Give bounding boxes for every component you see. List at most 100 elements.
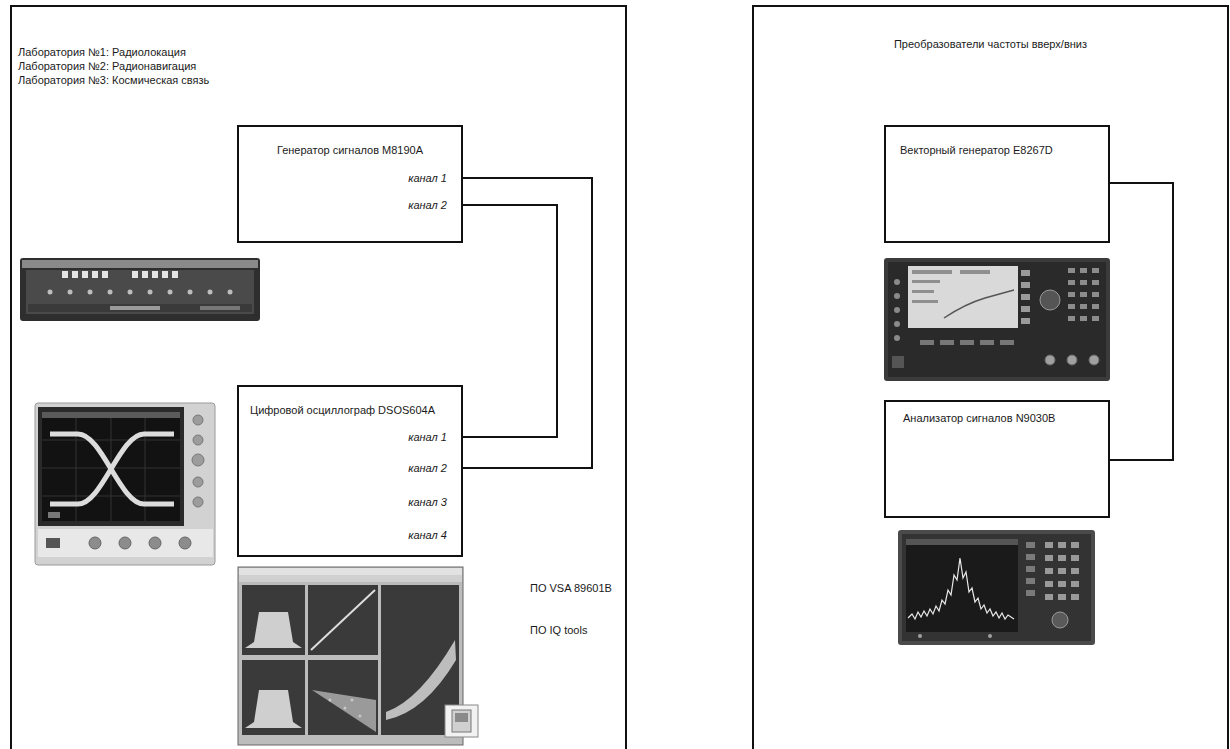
oscilloscope-instrument-part xyxy=(119,537,131,549)
instrument-box: Анализатор сигналов N9030B xyxy=(884,400,1110,518)
software-screenshot-part xyxy=(329,699,362,718)
text-anchor: ПО VSA 89601B xyxy=(530,581,612,595)
vector-generator-instrument-part xyxy=(1068,292,1075,297)
software-screenshot-part xyxy=(242,585,305,655)
software-screenshot-part xyxy=(312,690,376,732)
awg-instrument-part xyxy=(132,271,138,278)
oscilloscope-instrument-part xyxy=(192,454,204,466)
signal-analyzer-instrument-part xyxy=(1071,542,1079,548)
software-screenshot-part xyxy=(452,710,471,732)
vector-generator-instrument-part xyxy=(1045,355,1099,365)
awg-instrument-part xyxy=(22,260,258,268)
awg-instrument-part xyxy=(28,304,252,312)
vector-generator-instrument-part xyxy=(894,279,900,285)
vector-generator-instrument-part xyxy=(1068,304,1075,309)
signal-analyzer-instrument-part xyxy=(1045,594,1053,600)
oscilloscope-instrument-part xyxy=(179,537,191,549)
signal-analyzer-instrument-part xyxy=(906,539,1018,632)
oscilloscope-instrument-part xyxy=(50,434,174,504)
vector-generator-instrument-part xyxy=(1021,306,1030,312)
awg-instrument-part xyxy=(208,290,213,295)
signal-analyzer-instrument-part xyxy=(1026,554,1035,560)
signal-analyzer-instrument-part xyxy=(1026,542,1035,548)
signal-analyzer-instrument-part xyxy=(1052,612,1068,628)
signal-analyzer-instrument-part xyxy=(918,634,922,638)
software-screenshot-part xyxy=(239,568,462,575)
awg-instrument-part xyxy=(162,271,168,278)
cable-connector xyxy=(463,205,557,437)
signal-analyzer-instrument-part xyxy=(898,530,1095,645)
oscilloscope-instrument xyxy=(35,403,215,565)
vector-generator-instrument-part xyxy=(960,340,974,345)
vector-generator-instrument-part xyxy=(944,290,1014,318)
vector-generator-instrument-part xyxy=(1068,280,1075,285)
oscilloscope-instrument-part xyxy=(193,477,203,487)
text-anchor: ПО IQ tools xyxy=(530,623,587,637)
vector-generator-instrument-part xyxy=(1021,294,1030,300)
box-title: Цифровой осциллограф DSOS604A xyxy=(250,403,435,417)
vector-generator-instrument-part xyxy=(920,340,1014,345)
text-anchor: Лаборатория №3: Космическая связь xyxy=(18,73,209,87)
oscilloscope-instrument-part xyxy=(192,415,204,507)
signal-analyzer-instrument-part xyxy=(908,558,1014,619)
vector-generator-instrument-part xyxy=(884,258,1110,381)
awg-instrument-part xyxy=(172,271,178,278)
software-screenshot-part xyxy=(242,660,305,735)
software-label: ПО VSA 89601B xyxy=(530,581,612,595)
signal-analyzer-instrument-part xyxy=(1045,555,1053,561)
awg-instrument-part xyxy=(88,290,93,295)
vector-generator-instrument-part xyxy=(912,270,990,303)
vector-generator-instrument-part xyxy=(894,279,900,341)
signal-analyzer-instrument xyxy=(898,530,1095,645)
awg-instrument-part xyxy=(72,271,78,278)
vector-generator-instrument-part xyxy=(888,262,1106,377)
channel-label: канал 4 xyxy=(408,528,447,542)
vector-generator-instrument-part xyxy=(1092,304,1099,309)
software-screenshot-part xyxy=(445,705,478,737)
oscilloscope-instrument-part xyxy=(193,415,203,425)
awg-instrument-part xyxy=(142,271,148,278)
text-anchor: канал 1 xyxy=(408,430,447,444)
cable-connector xyxy=(463,178,592,468)
awg-instrument-part xyxy=(128,290,133,295)
oscilloscope-instrument-part xyxy=(89,537,101,549)
vector-generator-instrument-part xyxy=(1021,270,1030,276)
vector-generator-instrument-part xyxy=(1021,270,1030,324)
awg-instrument-part xyxy=(108,290,113,295)
oscilloscope-instrument-part xyxy=(48,512,60,518)
signal-analyzer-instrument-part xyxy=(1071,594,1079,600)
software-screenshot-part xyxy=(311,590,375,650)
oscilloscope-instrument-part xyxy=(35,403,215,565)
signal-analyzer-instrument-part xyxy=(1071,555,1079,561)
instrument-box: Цифровой осциллограф DSOS604A канал 1 кана… xyxy=(237,385,463,557)
signal-analyzer-instrument-part xyxy=(902,534,1091,641)
box-title: Векторный генератор E8267D xyxy=(900,143,1053,157)
vector-generator-instrument-part xyxy=(980,340,994,345)
vector-generator-instrument-part xyxy=(1000,340,1014,345)
vector-generator-instrument-part xyxy=(912,300,938,303)
text-anchor: Лаборатория №1: Радиолокация xyxy=(18,45,186,59)
vector-generator-instrument-part xyxy=(1092,268,1099,273)
signal-analyzer-instrument-part xyxy=(1045,542,1079,600)
panel-text: Лаборатория №3: Космическая связь xyxy=(18,73,209,87)
cable-connector xyxy=(1110,183,1173,460)
software-screenshot-part xyxy=(308,585,378,655)
awg-instrument-part xyxy=(188,290,193,295)
software-screenshot-part xyxy=(351,699,354,702)
signal-analyzer-instrument-part xyxy=(1026,566,1035,572)
box-title: Генератор сигналов M8190A xyxy=(277,143,423,157)
software-screenshot-part xyxy=(239,575,462,582)
signal-analyzer-instrument-part xyxy=(1058,594,1066,600)
vector-generator-instrument-part xyxy=(1080,268,1087,273)
signal-analyzer-instrument-part xyxy=(988,634,992,638)
channel-label: канал 1 xyxy=(408,430,447,444)
awg-instrument-part xyxy=(62,271,68,278)
text-anchor: канал 3 xyxy=(408,495,447,509)
oscilloscope-instrument-part xyxy=(42,412,180,418)
software-screenshot xyxy=(238,567,478,745)
software-screenshot-part xyxy=(245,612,302,648)
awg-instrument-part xyxy=(152,271,158,278)
oscilloscope-instrument-part xyxy=(89,537,191,549)
